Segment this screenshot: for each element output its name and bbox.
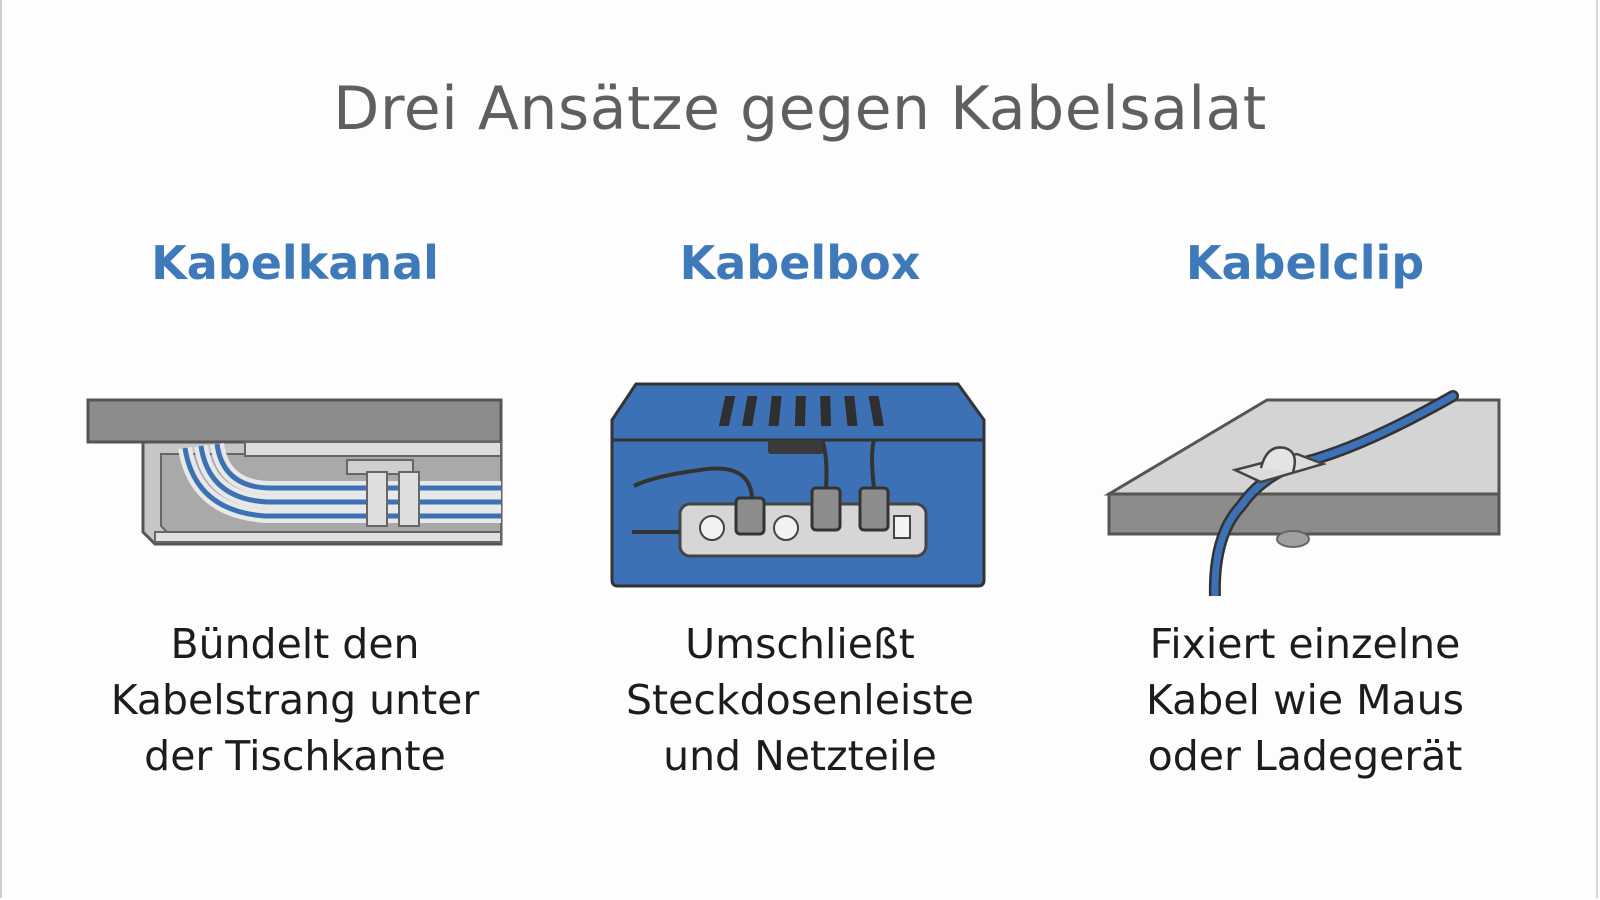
approach-kabelbox: Kabelbox <box>540 236 1060 784</box>
cable-tray-under-desk-icon <box>35 336 555 596</box>
approach-heading: Kabelclip <box>1185 236 1425 290</box>
description-line: Steckdosenleiste <box>626 676 974 724</box>
approach-heading: Kabelkanal <box>151 236 439 290</box>
description-line: Umschließt <box>685 620 915 668</box>
description-line: und Netzteile <box>663 732 937 780</box>
description-line: oder Ladegerät <box>1147 732 1463 780</box>
description-line: Fixiert einzelne <box>1149 620 1461 668</box>
approach-kabelkanal: Kabelkanal Bündelt den Kab <box>35 236 555 784</box>
approach-heading: Kabelbox <box>679 236 921 290</box>
cable-clip-desk-edge-icon <box>1045 336 1565 596</box>
description-line: Kabelstrang unter <box>110 676 480 724</box>
approach-description: Fixiert einzelne Kabel wie Maus oder Lad… <box>1045 616 1565 784</box>
approach-description: Umschließt Steckdosenleiste und Netzteil… <box>540 616 1060 784</box>
description-line: Kabel wie Maus <box>1146 676 1464 724</box>
description-line: Bündelt den <box>170 620 420 668</box>
approach-kabelclip: Kabelclip Fixiert einzelne Kabel wie Mau… <box>1045 236 1565 784</box>
approach-description: Bündelt den Kabelstrang unter der Tischk… <box>35 616 555 784</box>
page-title: Drei Ansätze gegen Kabelsalat <box>333 74 1267 144</box>
cable-box-power-strip-icon <box>540 336 1060 596</box>
description-line: der Tischkante <box>144 732 446 780</box>
